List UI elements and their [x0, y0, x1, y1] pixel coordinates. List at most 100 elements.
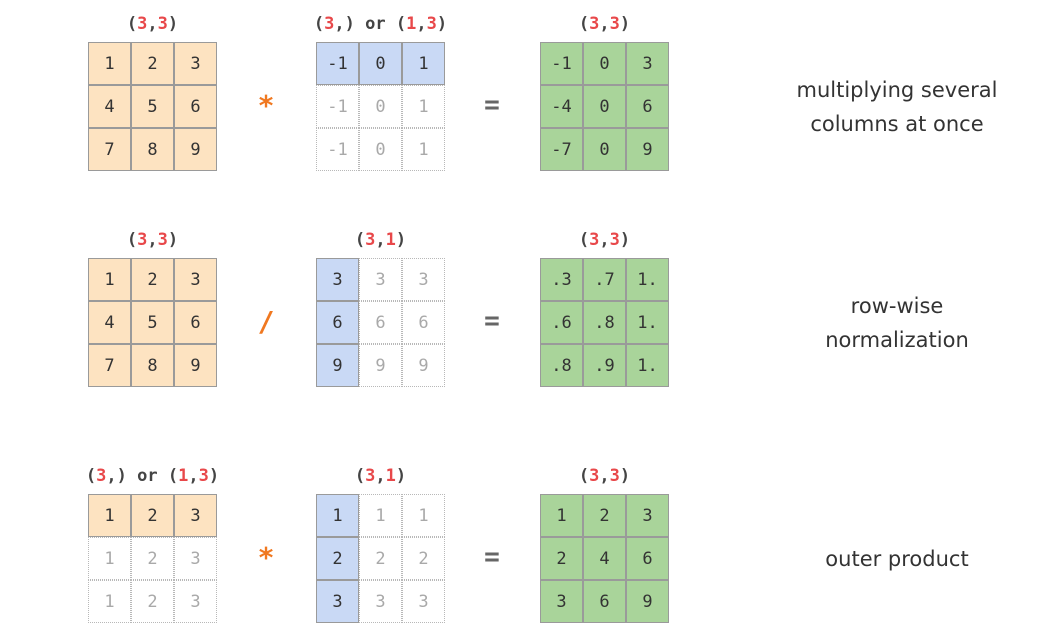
matrix-cell: 3 — [174, 537, 217, 580]
matrix-cell: 3 — [402, 580, 445, 623]
matrix-cell: 3 — [359, 258, 402, 301]
matrix-cell: 6 — [583, 580, 626, 623]
matrix-cell: .8 — [540, 344, 583, 387]
shape-token: ( — [578, 14, 590, 34]
matrix-cell: 1. — [626, 344, 669, 387]
shape-token: 3 — [589, 230, 600, 250]
matrix-cell: 3 — [316, 258, 359, 301]
middle-shape-label: (3,1) — [355, 230, 406, 250]
shape-token: 1 — [406, 14, 417, 34]
shape-token: ) — [395, 466, 407, 486]
matrix-cell: 2 — [402, 537, 445, 580]
operator-symbol: * — [257, 88, 275, 122]
shape-token: , — [416, 14, 427, 34]
matrix-cell: 2 — [359, 537, 402, 580]
matrix-cell: 4 — [583, 537, 626, 580]
matrix-cell: -1 — [316, 42, 359, 85]
matrix-cell: 3 — [626, 494, 669, 537]
matrix-cell: 2 — [131, 258, 174, 301]
shape-token: ( — [578, 466, 590, 486]
shape-token: 3 — [157, 230, 168, 250]
shape-token: , — [375, 230, 386, 250]
matrix-cell: 1 — [402, 128, 445, 171]
matrix-cell: 2 — [540, 537, 583, 580]
matrix-cell: 9 — [174, 344, 217, 387]
shape-token: 3 — [157, 14, 168, 34]
shape-token: 3 — [96, 466, 107, 486]
matrix-cell: -1 — [316, 85, 359, 128]
matrix-cell: 9 — [402, 344, 445, 387]
matrix-cell: .3 — [540, 258, 583, 301]
shape-token: 1 — [178, 466, 189, 486]
shape-token: ( — [85, 466, 97, 486]
matrix-cell: 2 — [131, 580, 174, 623]
matrix-cell: -1 — [316, 128, 359, 171]
matrix-cell: 6 — [174, 301, 217, 344]
matrix-cell: 6 — [626, 537, 669, 580]
shape-token: , — [188, 466, 199, 486]
matrix-cell: 6 — [174, 85, 217, 128]
matrix-cell: 0 — [583, 85, 626, 128]
shape-token: 3 — [609, 14, 620, 34]
shape-token: 3 — [426, 14, 437, 34]
shape-token: , — [599, 230, 610, 250]
matrix-cell: -7 — [540, 128, 583, 171]
result-shape-label: (3,3) — [579, 230, 630, 250]
matrix-cell: 6 — [626, 85, 669, 128]
matrix-cell: 3 — [316, 580, 359, 623]
matrix-cell: 5 — [131, 85, 174, 128]
matrix-cell: 1 — [88, 494, 131, 537]
shape-token: ( — [578, 230, 590, 250]
shape-token: , — [147, 14, 158, 34]
matrix-cell: 8 — [131, 344, 174, 387]
shape-token: ) — [395, 230, 407, 250]
equals-sign: = — [484, 89, 500, 120]
matrix-cell: 3 — [174, 580, 217, 623]
matrix-cell: 4 — [88, 301, 131, 344]
shape-token: 3 — [137, 230, 148, 250]
caption: outer product — [757, 542, 1037, 576]
matrix-cell: 3 — [174, 42, 217, 85]
shape-token: 3 — [365, 466, 376, 486]
shape-token: 3 — [137, 14, 148, 34]
shape-token: ,) or ( — [106, 466, 179, 486]
matrix-cell: 2 — [583, 494, 626, 537]
shape-token: 3 — [609, 466, 620, 486]
left-shape-label: (3,3) — [127, 230, 178, 250]
matrix-cell: .7 — [583, 258, 626, 301]
matrix-cell: 7 — [88, 344, 131, 387]
caption-line: columns at once — [810, 111, 984, 136]
matrix-cell: 1 — [540, 494, 583, 537]
matrix-cell: 9 — [174, 128, 217, 171]
shape-token: 1 — [385, 230, 396, 250]
matrix-cell: 2 — [316, 537, 359, 580]
matrix-cell: 1. — [626, 258, 669, 301]
matrix-cell: -4 — [540, 85, 583, 128]
shape-token: ) — [619, 14, 631, 34]
operator-symbol: * — [257, 540, 275, 574]
matrix-cell: 1 — [316, 494, 359, 537]
matrix-cell: 1 — [359, 494, 402, 537]
shape-token: 3 — [324, 14, 335, 34]
shape-token: ) — [208, 466, 220, 486]
result-shape-label: (3,3) — [579, 466, 630, 486]
shape-token: ( — [126, 14, 138, 34]
shape-token: ) — [619, 230, 631, 250]
equals-sign: = — [484, 541, 500, 572]
caption-line: row-wise — [850, 293, 944, 318]
caption: multiplying several columns at once — [757, 73, 1037, 141]
matrix-cell: -1 — [540, 42, 583, 85]
matrix-cell: 1 — [402, 85, 445, 128]
result-shape-label: (3,3) — [579, 14, 630, 34]
matrix-cell: 0 — [583, 42, 626, 85]
shape-token: 3 — [198, 466, 209, 486]
equals-sign: = — [484, 305, 500, 336]
caption-line: multiplying several — [796, 77, 998, 102]
